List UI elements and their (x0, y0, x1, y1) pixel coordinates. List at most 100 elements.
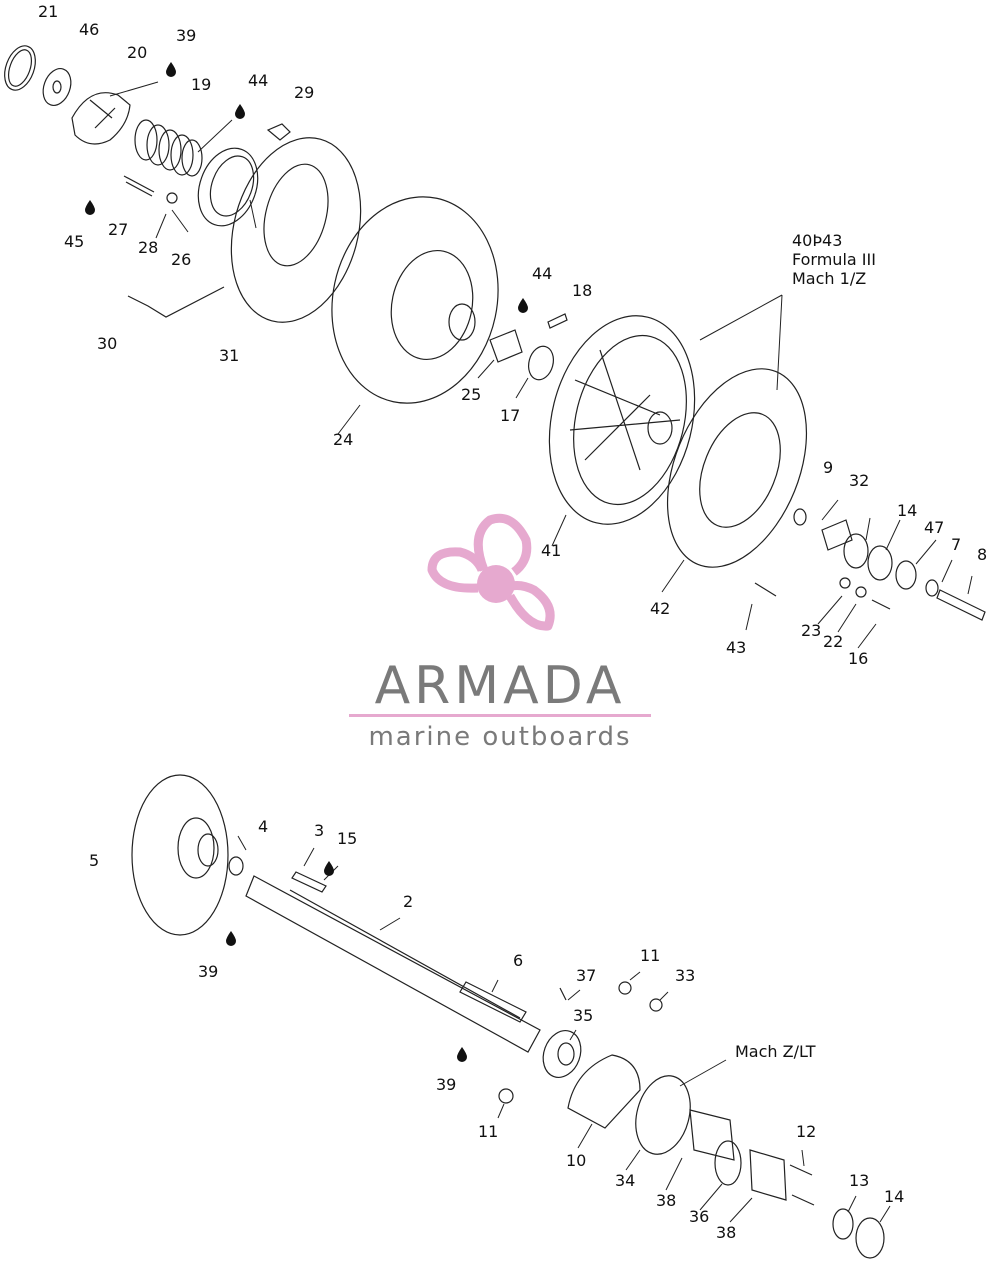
part-label: 34 (615, 1171, 636, 1190)
part-label: 44 (532, 264, 553, 283)
part-4-nut (228, 856, 244, 876)
part-9 (793, 508, 807, 526)
part-label: 39 (198, 962, 219, 981)
part-label: 38 (716, 1223, 737, 1242)
part-23 (839, 577, 851, 589)
part-25-bushing (489, 329, 523, 363)
part-label: 6 (513, 951, 524, 970)
part-label: 7 (951, 535, 962, 554)
part-label: 22 (823, 632, 844, 651)
part-14b (855, 1217, 885, 1259)
oil-drop-icon (457, 1047, 467, 1062)
part-29 (266, 123, 291, 141)
part-label: 4 (258, 817, 269, 836)
part-5-disk (131, 774, 229, 936)
part-label: 47 (924, 518, 945, 537)
part-label: 46 (79, 20, 100, 39)
part-22 (855, 586, 867, 598)
part-label: 25 (461, 385, 482, 404)
oil-drop-icon (226, 931, 236, 946)
part-label: 15 (337, 829, 358, 848)
oil-drop-icon (324, 861, 334, 876)
part-30-screw (127, 286, 225, 318)
part-label: 20 (127, 43, 148, 62)
part-label: 42 (650, 599, 671, 618)
part-21-ring (4, 45, 36, 91)
part-label: 11 (640, 946, 661, 965)
oil-drop-icons (85, 62, 528, 1062)
part-label: 44 (248, 71, 269, 90)
part-label: 38 (656, 1191, 677, 1210)
part-28-washer (166, 192, 178, 204)
part-label: 39 (176, 26, 197, 45)
part-37 (559, 987, 567, 1001)
part-2-shaft (245, 875, 541, 1053)
part-label: 28 (138, 238, 159, 257)
part-8-bolt (936, 589, 986, 621)
part-19-spring (134, 119, 203, 177)
part-38b (749, 1149, 787, 1201)
part-label: 17 (500, 406, 521, 425)
logo-tagline: marine outboards (368, 722, 632, 752)
part-label: 19 (191, 75, 212, 94)
part-label: 26 (171, 250, 192, 269)
part-26-bushing (197, 147, 259, 227)
part-label: 18 (572, 281, 593, 300)
part-label: 24 (333, 430, 354, 449)
oil-drop-icon (518, 298, 528, 313)
part-27-screw (123, 175, 155, 197)
part-label: 9 (823, 458, 834, 477)
part-11b (498, 1088, 514, 1104)
part-46-washer (42, 68, 72, 106)
part-47 (895, 560, 917, 590)
part-35-bearing (542, 1030, 582, 1078)
part-label: 36 (689, 1207, 710, 1226)
part-label: 43 (726, 638, 747, 657)
part-label: 35 (573, 1006, 594, 1025)
part-label: 8 (977, 545, 988, 564)
part-label: 23 (801, 621, 822, 640)
part-6-key (459, 981, 527, 1023)
group-note-line3: Mach 1/Z (792, 269, 867, 288)
oil-drop-icon (166, 62, 176, 77)
part-7 (925, 579, 939, 597)
part-16 (871, 599, 891, 610)
part-20-spider (71, 92, 131, 145)
part-label: 12 (796, 1122, 817, 1141)
part-34 (635, 1075, 691, 1155)
propeller-hub-icon (477, 565, 515, 603)
part-17-washer (528, 345, 554, 381)
logo-divider (349, 714, 651, 717)
part-11a (618, 981, 632, 995)
part-label: 27 (108, 220, 129, 239)
part-label: 14 (884, 1187, 905, 1206)
oil-drop-icon (235, 104, 245, 119)
part-3-key (291, 871, 327, 893)
part-label: 37 (576, 966, 597, 985)
part-label: 33 (675, 966, 696, 985)
part-18-key (547, 313, 568, 329)
part-label: 45 (64, 232, 85, 251)
logo-name: ARMADA (374, 656, 626, 716)
part-12 (789, 1164, 815, 1206)
part-24-sheave (331, 196, 499, 404)
group-note-line1: 40Þ43 (792, 231, 843, 250)
part-label: 2 (403, 892, 414, 911)
part-label: 39 (436, 1075, 457, 1094)
part-32 (821, 519, 853, 551)
part-label: 10 (566, 1151, 587, 1170)
part-14a-ring (843, 533, 869, 569)
part-label: 21 (38, 2, 59, 21)
propeller-icon (427, 513, 555, 631)
part-label: 31 (219, 346, 240, 365)
part-label: 32 (849, 471, 870, 490)
part-label: 16 (848, 649, 869, 668)
part-33 (649, 998, 663, 1012)
part-41-sheave (548, 315, 696, 525)
part-label: 14 (897, 501, 918, 520)
part-label: 3 (314, 821, 325, 840)
part-label: 41 (541, 541, 562, 560)
part-31-cover (230, 137, 362, 323)
